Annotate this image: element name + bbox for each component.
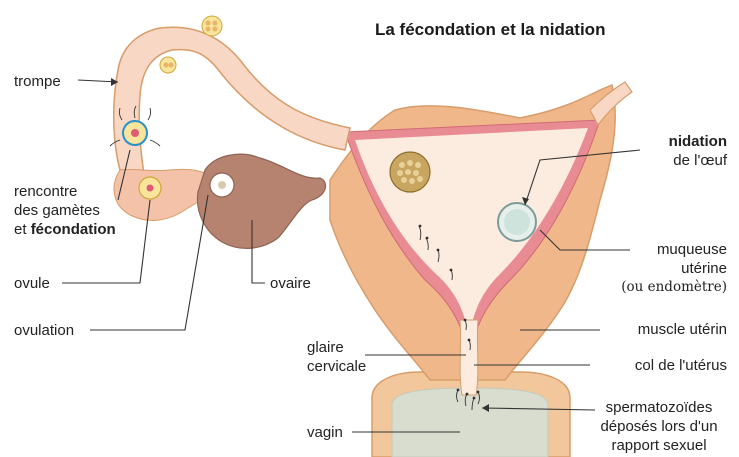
label-ovule: ovule	[14, 274, 50, 293]
label-rencontre-line3: et fécondation	[14, 220, 116, 239]
cervical-canal	[460, 320, 478, 395]
label-glaire-line1: glaire	[307, 338, 366, 357]
label-sperm-line3: rapport sexuel	[590, 436, 728, 455]
label-glaire: glaire cervicale	[307, 338, 366, 376]
label-muqueuse-line3: (ou endomètre)	[621, 278, 727, 297]
ovary	[197, 154, 325, 248]
label-sperm-line1: spermatozoïdes	[590, 398, 728, 417]
label-rencontre-line1: rencontre	[14, 182, 116, 201]
label-col: col de l'utérus	[635, 356, 727, 375]
label-rencontre-line2: des gamètes	[14, 201, 116, 220]
label-muscle: muscle utérin	[638, 320, 727, 339]
label-spermatozoides: spermatozoïdes déposés lors d'un rapport…	[590, 398, 728, 455]
label-ovulation: ovulation	[14, 321, 74, 340]
label-ovaire: ovaire	[270, 274, 311, 293]
label-glaire-line2: cervicale	[307, 357, 366, 376]
label-rencontre: rencontre des gamètes et fécondation	[14, 182, 116, 239]
label-sperm-line2: déposés lors d'un	[590, 417, 728, 436]
label-muqueuse-line1: muqueuse	[621, 240, 727, 259]
vaginal-canal	[392, 388, 548, 457]
diagram-title: La fécondation et la nidation	[375, 20, 605, 39]
label-vagin: vagin	[307, 423, 343, 442]
label-nidation-line2: de l'œuf	[669, 151, 727, 170]
label-muqueuse: muqueuse utérine (ou endomètre)	[621, 240, 727, 297]
label-muqueuse-line2: utérine	[621, 259, 727, 278]
label-nidation-line1: nidation	[669, 132, 727, 151]
label-trompe: trompe	[14, 72, 61, 91]
label-nidation: nidation de l'œuf	[669, 132, 727, 170]
